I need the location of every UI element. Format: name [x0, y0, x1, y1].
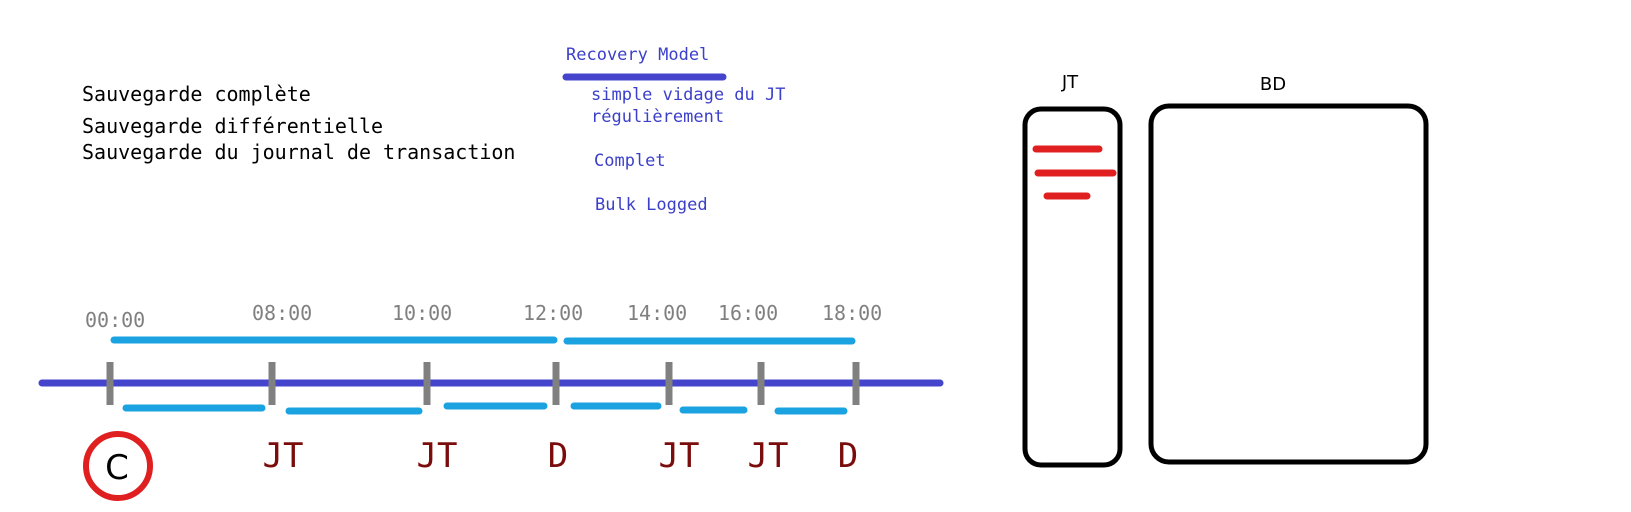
time-label-0000: 00:00 — [85, 308, 145, 332]
full-backup-circle — [83, 431, 153, 501]
backup-type-log: Sauvegarde du journal de transaction — [82, 140, 515, 164]
time-label-1600: 16:00 — [718, 301, 778, 325]
recovery-model-full: Complet — [594, 151, 666, 171]
marker-log-1000: JT — [417, 436, 458, 476]
log-file-label: JT — [1061, 72, 1079, 93]
recovery-model-title: Recovery Model — [566, 45, 709, 65]
time-label-1800: 18:00 — [822, 301, 882, 325]
time-label-1200: 12:00 — [523, 301, 583, 325]
log-file-box — [1022, 106, 1123, 468]
marker-diff-1800: D — [838, 436, 858, 476]
marker-log-1600: JT — [748, 436, 789, 476]
recovery-model-simple-line2: régulièrement — [591, 107, 724, 127]
marker-full: C — [105, 448, 129, 488]
time-label-0800: 08:00 — [252, 301, 312, 325]
database-label: BD — [1260, 74, 1286, 95]
marker-diff-1200: D — [548, 436, 568, 476]
backup-type-differential: Sauvegarde différentielle — [82, 114, 383, 138]
recovery-model-simple-line1: simple vidage du JT — [591, 85, 785, 105]
time-label-1000: 10:00 — [392, 301, 452, 325]
recovery-model-bulk: Bulk Logged — [595, 195, 708, 215]
marker-log-0800: JT — [263, 436, 304, 476]
database-box — [1148, 103, 1429, 465]
time-label-1400: 14:00 — [627, 301, 687, 325]
backup-type-full: Sauvegarde complète — [82, 82, 311, 106]
marker-log-1400: JT — [659, 436, 700, 476]
